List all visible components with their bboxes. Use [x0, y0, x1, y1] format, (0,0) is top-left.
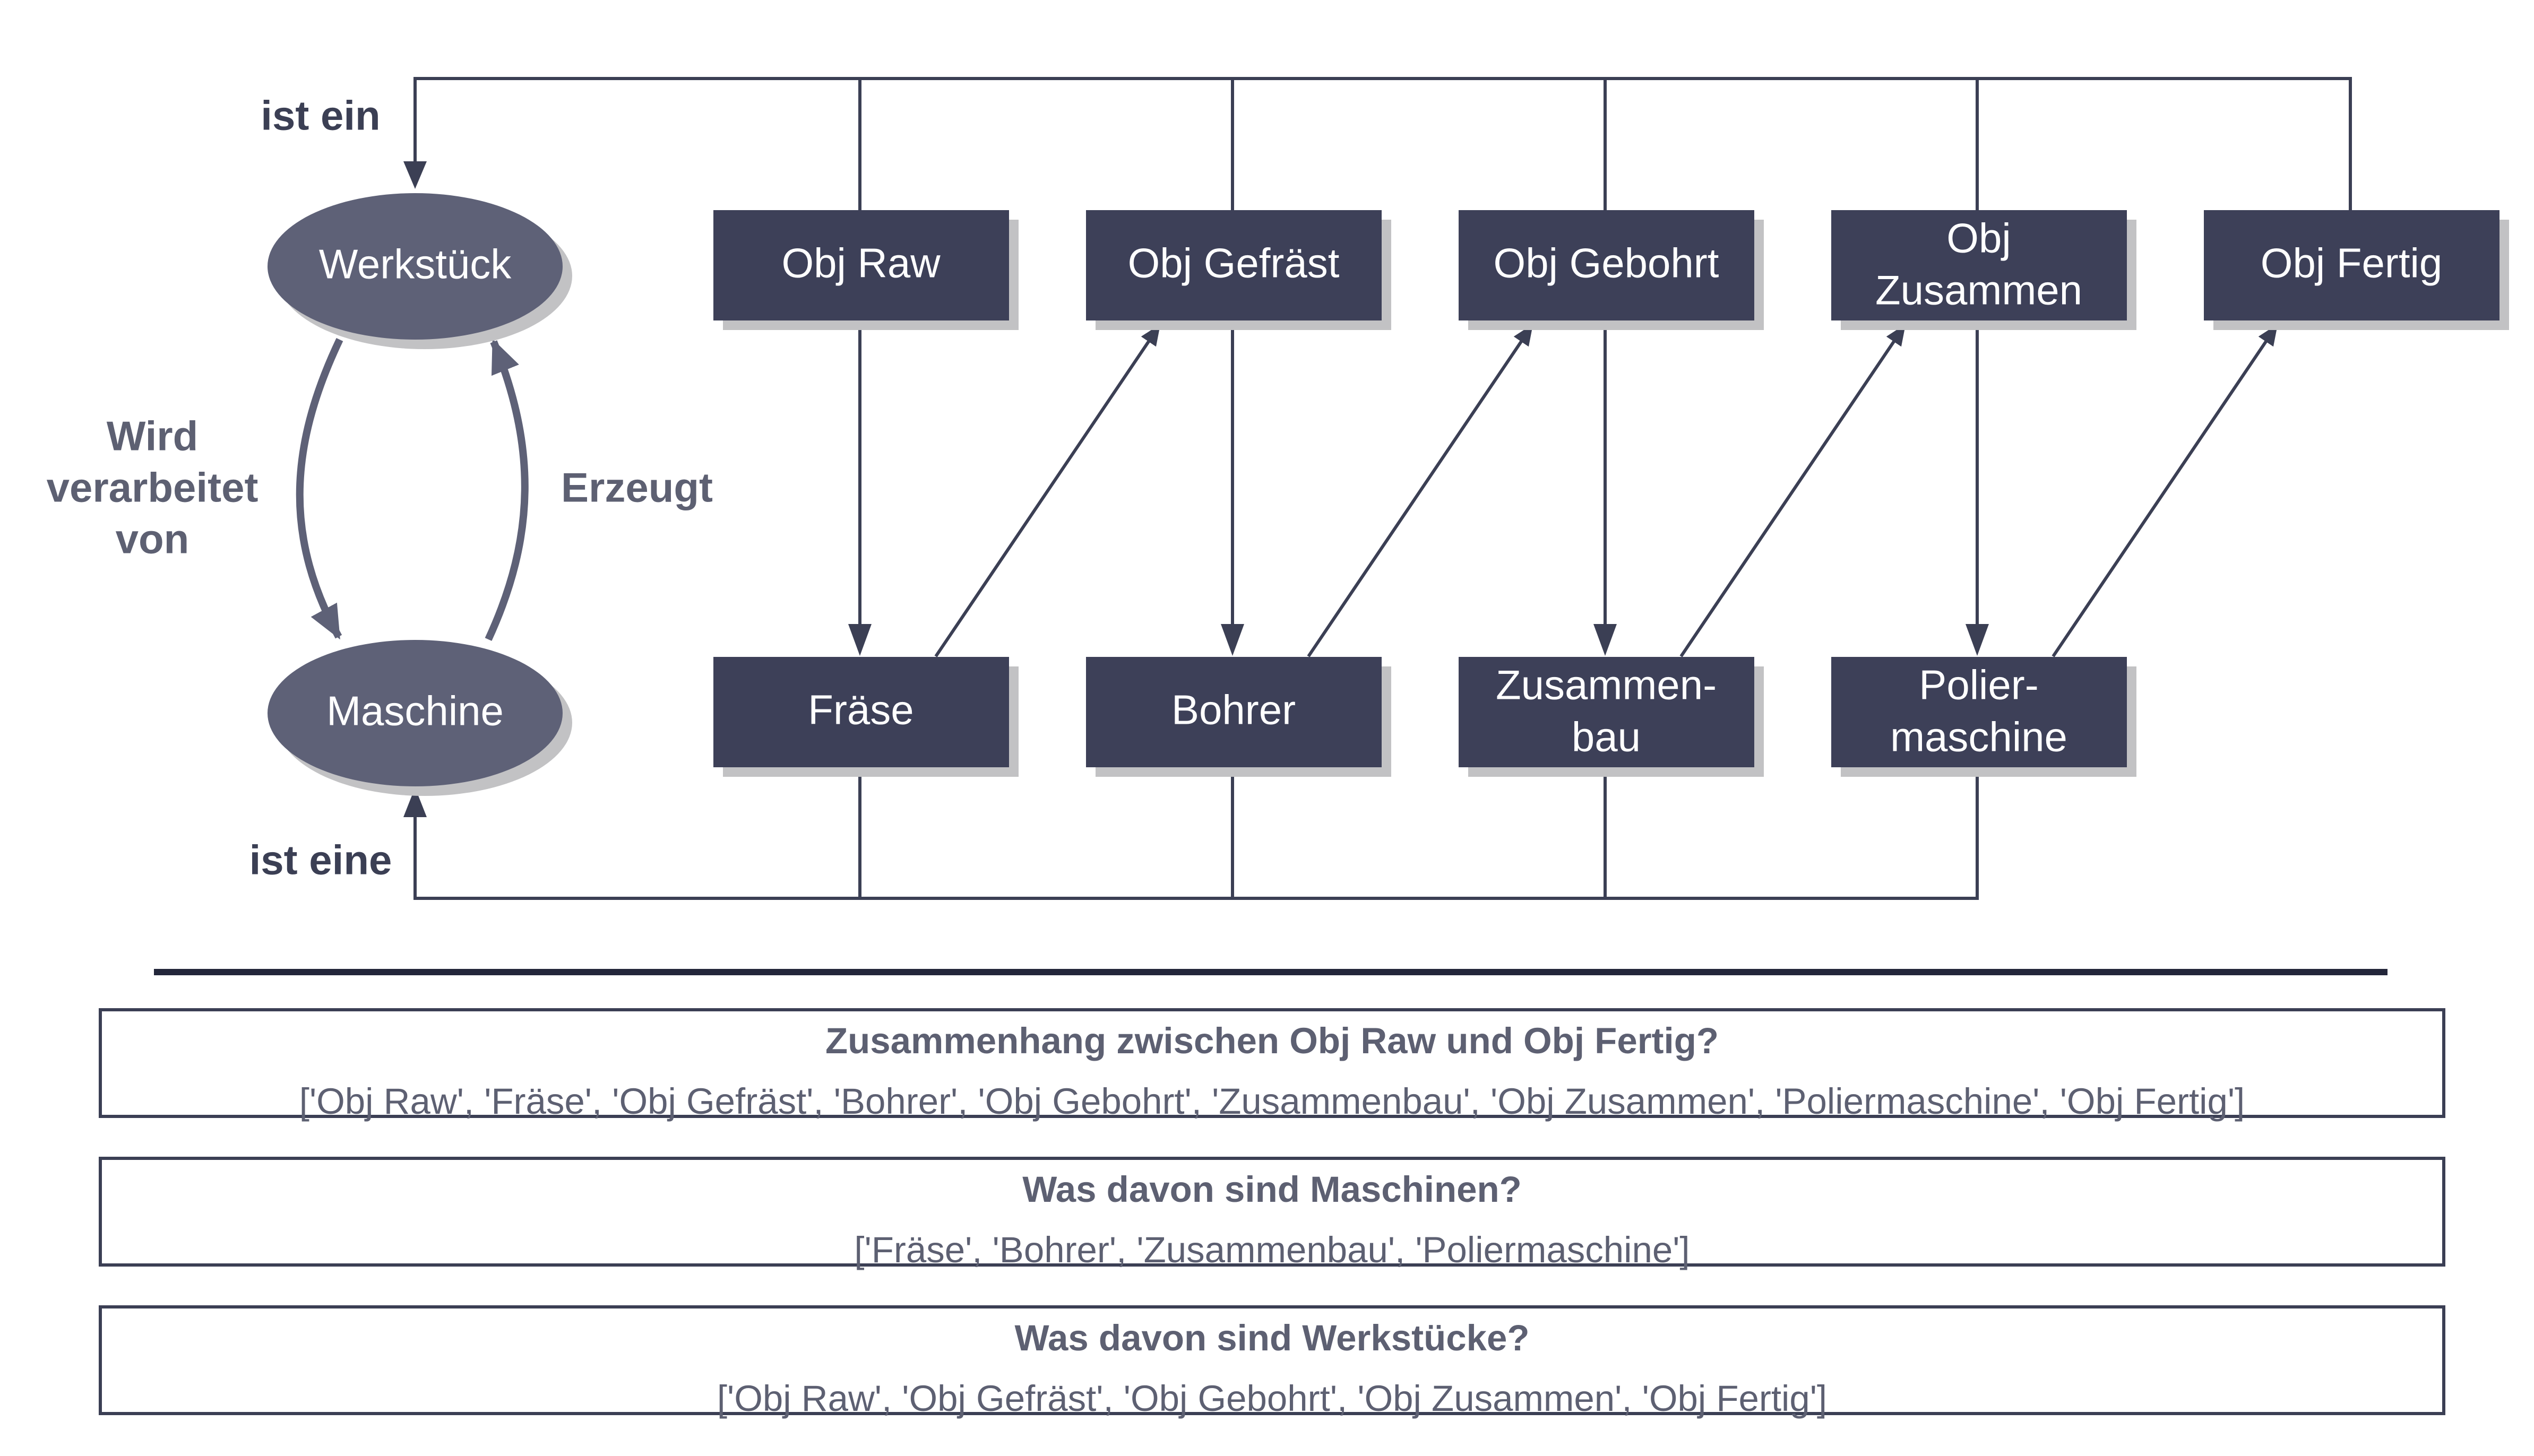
- ist-eine-arrowhead: [403, 787, 427, 817]
- ist-eine-label: ist eine: [249, 837, 392, 883]
- wird-label: Wird: [107, 413, 199, 460]
- erzeugt-label: Erzeugt: [561, 464, 713, 511]
- maschine-node[interactable]: Maschine: [268, 640, 572, 796]
- question-workpieces: Was davon sind Werkstücke?: [1014, 1318, 1530, 1358]
- obj-zusammen-node[interactable]: Obj Zusammen: [1831, 210, 2136, 330]
- bohrer-node[interactable]: Bohrer: [1086, 657, 1391, 777]
- obj-fertig-label: Obj Fertig: [2261, 240, 2442, 287]
- zusammenbau-label-line2: bau: [1572, 714, 1641, 760]
- question-box-workpieces: Was davon sind Werkstücke? ['Obj Raw', '…: [99, 1305, 2445, 1419]
- erzeugt-arrow: [485, 339, 529, 641]
- verarbeitet-label: verarbeitet: [47, 464, 258, 511]
- ist-ein-connectors: [413, 77, 2352, 210]
- ist-ein-arrowhead: [403, 161, 427, 189]
- obj-gefraest-label: Obj Gefräst: [1128, 240, 1340, 287]
- answer-machines: ['Fräse', 'Bohrer', 'Zusammenbau', 'Poli…: [854, 1229, 1690, 1270]
- poliermaschine-label-line2: maschine: [1890, 714, 2067, 760]
- maschine-label: Maschine: [326, 688, 504, 734]
- werkstueck-node[interactable]: Werkstück: [268, 193, 572, 349]
- flow-down-arrows: [858, 322, 1979, 631]
- flow-down-arrowheads: [848, 624, 1989, 656]
- answer-relation: ['Obj Raw', 'Fräse', 'Obj Gefräst', 'Boh…: [299, 1081, 2245, 1122]
- wird-verarbeitet-von-label: Wird verarbeitet von: [47, 413, 258, 562]
- obj-zusammen-label-line2: Zusammen: [1875, 267, 2082, 314]
- wird-verarbeitet-arrow: [296, 337, 343, 640]
- question-box-machines: Was davon sind Maschinen? ['Fräse', 'Boh…: [99, 1157, 2445, 1270]
- zusammenbau-label-line1: Zusammen-: [1496, 662, 1717, 708]
- question-box-relation: Zusammenhang zwischen Obj Raw und Obj Fe…: [99, 1008, 2445, 1122]
- obj-fertig-node[interactable]: Obj Fertig: [2204, 210, 2509, 330]
- question-machines: Was davon sind Maschinen?: [1022, 1169, 1522, 1210]
- obj-raw-label: Obj Raw: [781, 240, 941, 287]
- obj-raw-node[interactable]: Obj Raw: [713, 210, 1019, 330]
- obj-gefraest-node[interactable]: Obj Gefräst: [1086, 210, 1391, 330]
- ist-eine-connectors: [413, 767, 1979, 900]
- question-relation: Zusammenhang zwischen Obj Raw und Obj Fe…: [825, 1020, 1719, 1061]
- obj-zusammen-label-line1: Obj: [1946, 215, 2011, 262]
- obj-gebohrt-node[interactable]: Obj Gebohrt: [1459, 210, 1764, 330]
- poliermaschine-label-line1: Polier-: [1919, 662, 2038, 708]
- werkstueck-label: Werkstück: [319, 241, 512, 288]
- fraese-node[interactable]: Fräse: [713, 657, 1019, 777]
- von-label: von: [116, 516, 189, 562]
- flow-up-arrows: [934, 324, 2278, 657]
- ist-ein-label: ist ein: [261, 92, 380, 139]
- poliermaschine-node[interactable]: Polier- maschine: [1831, 657, 2136, 777]
- obj-gebohrt-label: Obj Gebohrt: [1494, 240, 1719, 287]
- answer-workpieces: ['Obj Raw', 'Obj Gefräst', 'Obj Gebohrt'…: [717, 1378, 1828, 1419]
- fraese-label: Fräse: [808, 687, 913, 733]
- zusammenbau-node[interactable]: Zusammen- bau: [1459, 657, 1764, 777]
- bohrer-label: Bohrer: [1171, 687, 1296, 733]
